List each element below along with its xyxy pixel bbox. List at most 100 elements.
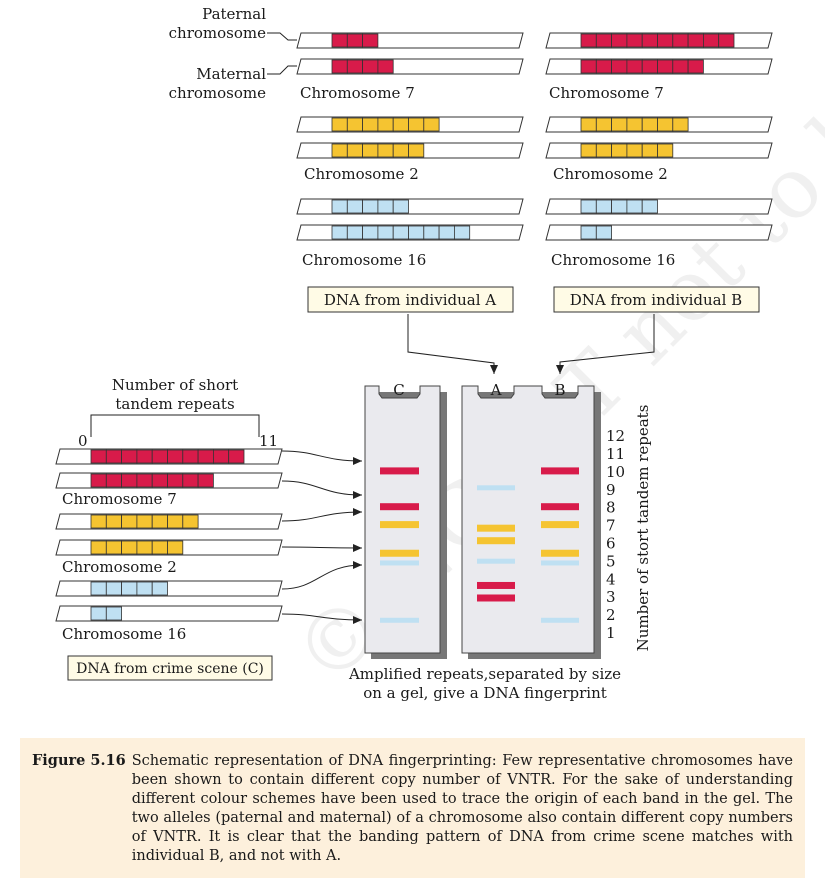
b-chr16-paternal xyxy=(545,198,773,215)
repeat-unit xyxy=(438,225,455,240)
c-chr16-maternal xyxy=(55,605,283,622)
repeat-unit xyxy=(672,117,689,132)
scale-number: 2 xyxy=(606,606,616,624)
repeat-unit xyxy=(611,117,628,132)
repeat-unit xyxy=(167,473,184,488)
figure-caption: Figure 5.16 Schematic representation of … xyxy=(20,738,805,878)
b-chr7-maternal xyxy=(545,58,773,75)
c-chr7-paternal xyxy=(55,448,283,465)
b-chr16-maternal xyxy=(545,224,773,241)
repeat-unit xyxy=(346,59,363,74)
b-chr2-label: Chromosome 2 xyxy=(553,165,668,183)
repeat-unit xyxy=(136,540,153,555)
repeat-unit xyxy=(197,473,214,488)
scale-number: 10 xyxy=(606,463,625,481)
connector-c-chr7-maternal xyxy=(281,480,363,499)
repeat-unit xyxy=(657,33,674,48)
chromosome-outline xyxy=(545,224,773,241)
gel-band-a xyxy=(477,581,515,589)
repeat-unit xyxy=(105,473,123,488)
b-chr16-label: Chromosome 16 xyxy=(551,251,675,269)
c-chr16-paternal xyxy=(55,580,283,597)
repeat-unit xyxy=(423,117,440,132)
repeat-unit xyxy=(346,199,363,214)
repeat-unit xyxy=(408,117,425,132)
gel-band-b xyxy=(541,467,579,475)
chromosome-outline xyxy=(55,605,283,622)
connector-b-to-lane xyxy=(556,314,655,374)
maternal-label-line2: chromosome xyxy=(169,84,266,102)
figure-text: Schematic representation of DNA fingerpr… xyxy=(131,753,793,864)
repeat-unit xyxy=(167,449,184,464)
gel-b-bands xyxy=(541,467,579,623)
gel-band-a xyxy=(477,594,515,602)
c-chr2-label: Chromosome 2 xyxy=(62,558,177,576)
connector-a-to-lane xyxy=(407,314,498,374)
repeat-unit xyxy=(595,199,612,214)
repeat-unit xyxy=(362,199,379,214)
scale-number: 3 xyxy=(606,588,616,606)
repeat-unit xyxy=(611,59,628,74)
repeat-unit xyxy=(626,59,643,74)
repeat-unit xyxy=(611,33,628,48)
repeat-unit xyxy=(90,540,107,555)
repeat-unit xyxy=(595,33,612,48)
scale-number: 5 xyxy=(606,552,616,570)
individual-b-label-box xyxy=(553,286,760,313)
repeat-unit xyxy=(90,606,107,621)
repeat-unit xyxy=(408,225,425,240)
repeat-unit xyxy=(212,449,230,464)
repeat-unit xyxy=(626,199,643,214)
c-chr7-maternal xyxy=(55,472,283,489)
repeat-unit xyxy=(151,540,168,555)
a-chr2-maternal xyxy=(296,142,524,159)
chromosome-outline xyxy=(296,32,524,49)
a-chr2-label: Chromosome 2 xyxy=(304,165,419,183)
repeat-unit xyxy=(687,33,704,48)
chromosome-outline xyxy=(55,580,283,597)
paternal-pointer-line xyxy=(267,32,297,41)
repeat-unit xyxy=(121,581,138,596)
c-chr7-label: Chromosome 7 xyxy=(62,490,177,508)
repeat-unit xyxy=(331,117,348,132)
repeat-unit xyxy=(453,225,471,240)
chromosome-outline xyxy=(296,58,524,75)
crime-connectors xyxy=(281,450,363,624)
crime-scene-group: Number of short tandem repeats 0 11 Chro… xyxy=(55,376,283,681)
repeat-unit xyxy=(151,581,168,596)
b-chr2-maternal xyxy=(545,142,773,159)
repeat-unit xyxy=(346,225,363,240)
repeat-unit xyxy=(136,514,153,529)
repeat-unit xyxy=(151,473,168,488)
repeat-unit xyxy=(105,606,123,621)
repeat-unit xyxy=(392,117,409,132)
b-chr7-paternal xyxy=(545,32,773,49)
repeat-unit xyxy=(182,449,199,464)
gel-band-a xyxy=(477,485,515,491)
gel-caption-line1: Amplified repeats,separated by size xyxy=(348,665,621,683)
repeat-unit xyxy=(703,33,720,48)
allele-labels: Paternal chromosome Maternal chromosome xyxy=(169,5,297,102)
a-chr7-label: Chromosome 7 xyxy=(300,84,415,102)
gel-band-b xyxy=(541,560,579,566)
repeat-heading-line2: tandem repeats xyxy=(115,395,234,413)
repeat-unit xyxy=(228,449,245,464)
individual-a-label: DNA from individual A xyxy=(324,291,496,309)
connector-c-chr16-maternal xyxy=(281,613,363,624)
repeat-unit xyxy=(346,143,363,158)
b-chr2-paternal xyxy=(545,116,773,133)
crime-scene-label-box xyxy=(67,655,273,681)
maternal-label-line1: Maternal xyxy=(196,65,266,83)
repeat-unit xyxy=(167,540,184,555)
repeat-unit xyxy=(672,33,689,48)
individual-a-group: Chromosome 7 Chromosome 2 Chromosome 16 … xyxy=(296,32,524,313)
gel-c: C xyxy=(364,381,447,659)
repeat-unit xyxy=(377,143,394,158)
gel-band-c xyxy=(380,549,419,557)
repeat-unit xyxy=(136,581,153,596)
lane-a-label: A xyxy=(490,381,502,399)
repeat-unit xyxy=(641,143,658,158)
repeat-unit xyxy=(121,514,138,529)
repeat-unit xyxy=(408,143,425,158)
